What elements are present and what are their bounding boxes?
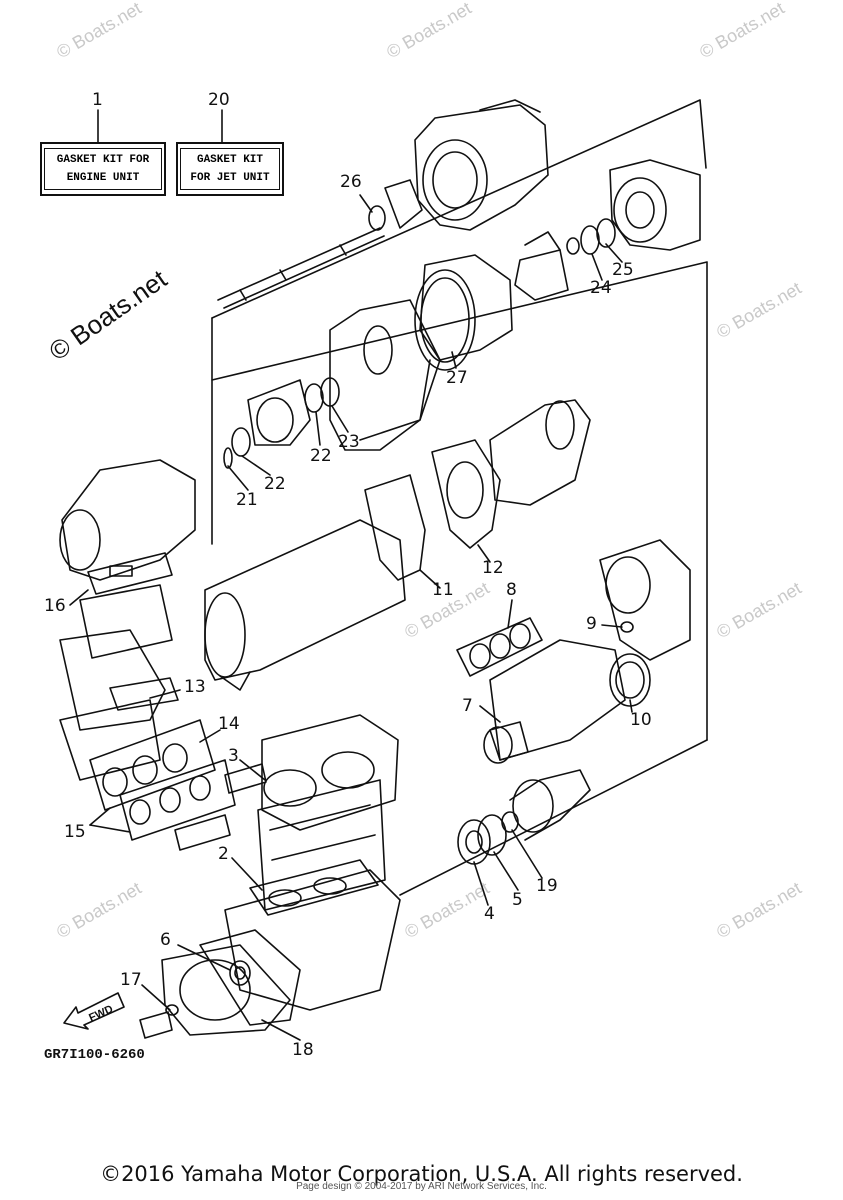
kit-line1: GASKET KIT FOR	[56, 154, 150, 166]
callout-17: 17	[120, 970, 142, 990]
callout-21: 21	[236, 490, 258, 510]
page-design-credit: Page design © 2004-2017 by ARI Network S…	[296, 1181, 547, 1192]
callout-16: 16	[44, 596, 66, 616]
callout-13: 13	[184, 677, 206, 697]
callout-23: 23	[338, 432, 360, 452]
callout-1: 1	[92, 90, 103, 110]
kit-line2: ENGINE UNIT	[66, 172, 140, 184]
callout-18: 18	[292, 1040, 314, 1060]
callout-7: 7	[462, 696, 473, 716]
forward-arrow-icon: FWD	[63, 992, 125, 1030]
callout-12: 12	[482, 558, 504, 578]
callout-20: 20	[208, 90, 230, 110]
callout-26: 26	[340, 172, 362, 192]
callout-22: 22	[310, 446, 332, 466]
callout-25: 25	[612, 260, 634, 280]
callout-15: 15	[64, 822, 86, 842]
callout-4: 4	[484, 904, 495, 924]
callout-10: 10	[630, 710, 652, 730]
diagram-code: GR7I100-6260	[44, 1047, 145, 1063]
kit-line1: GASKET KIT	[196, 154, 263, 166]
gasket-kit-jet-label: GASKET KIT FOR JET UNIT	[176, 142, 284, 196]
callout-9: 9	[586, 614, 597, 634]
callout-3: 3	[228, 746, 239, 766]
callout-11: 11	[432, 580, 454, 600]
callout-27: 27	[446, 368, 468, 388]
gasket-kit-engine-label: GASKET KIT FOR ENGINE UNIT	[40, 142, 166, 196]
callout-6: 6	[160, 930, 171, 950]
callout-24: 24	[590, 278, 612, 298]
callout-5: 5	[512, 890, 523, 910]
callout-22b: 22	[264, 474, 286, 494]
callout-14: 14	[218, 714, 240, 734]
copyright-text: ©2016 Yamaha Motor Corporation, U.S.A. A…	[100, 1162, 743, 1186]
kit-line2: FOR JET UNIT	[190, 172, 270, 184]
callout-2: 2	[218, 844, 229, 864]
callout-8: 8	[506, 580, 517, 600]
callout-19: 19	[536, 876, 558, 896]
